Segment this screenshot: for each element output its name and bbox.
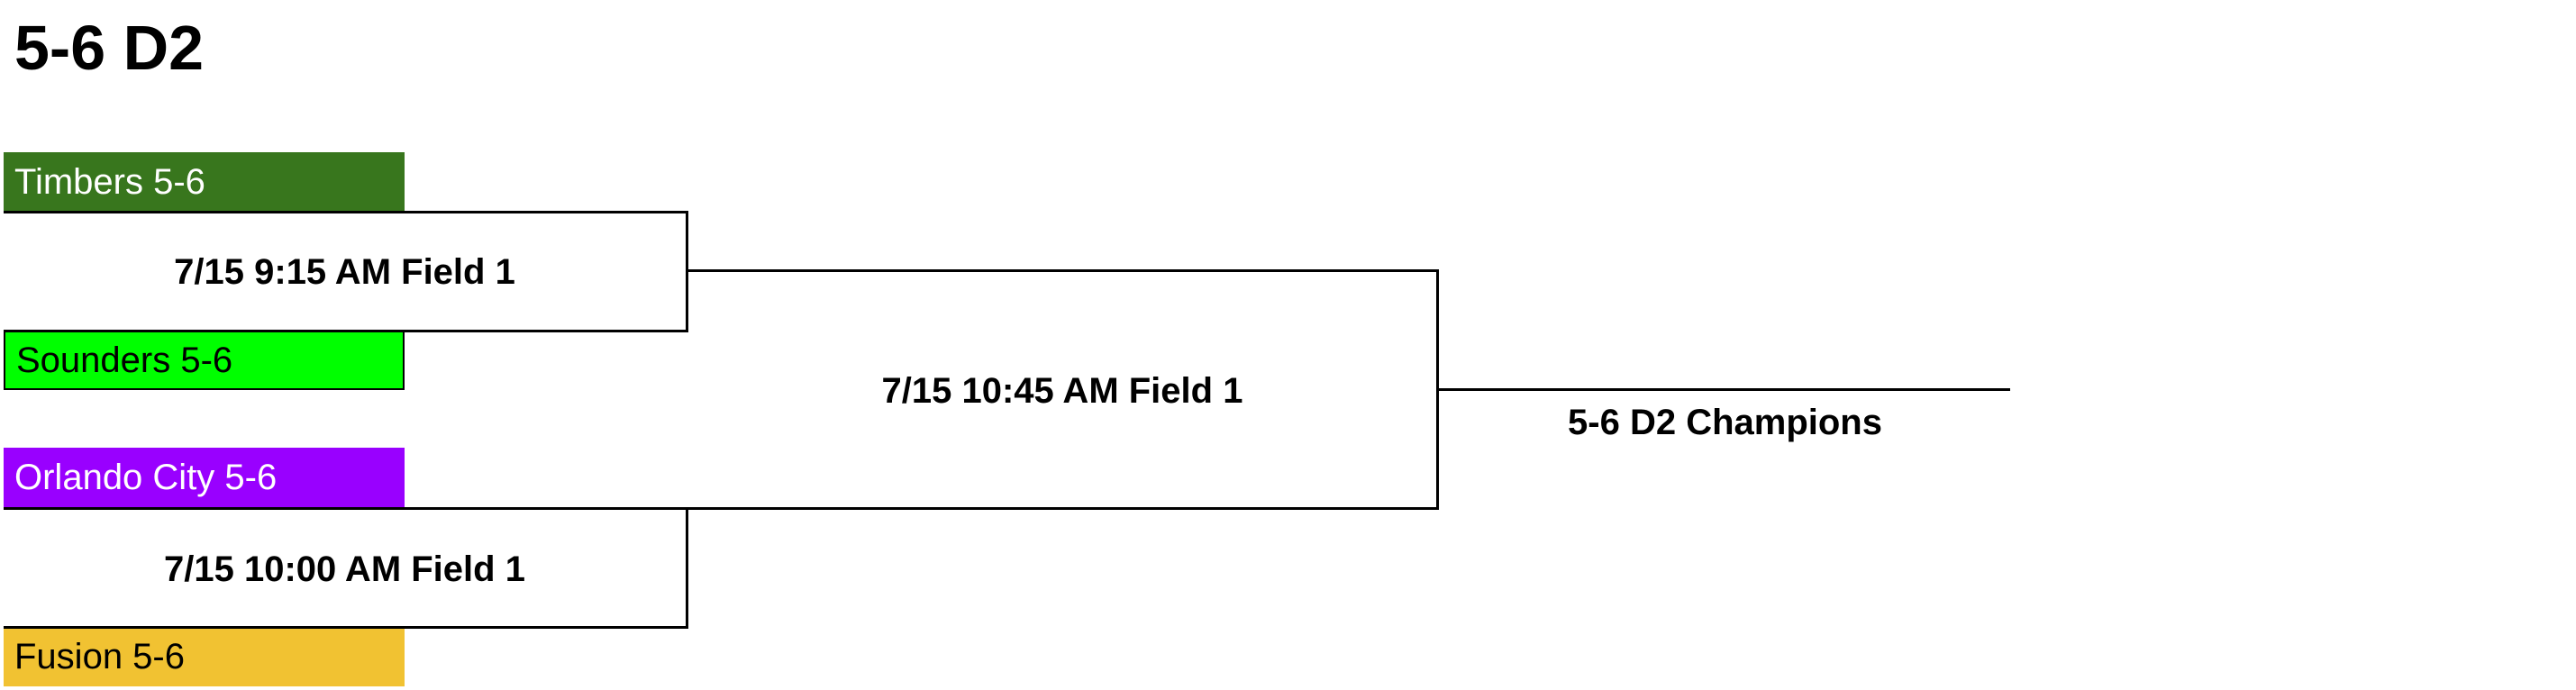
page-title: 5-6 D2 — [14, 13, 205, 83]
game-label-final: 7/15 10:45 AM Field 1 — [881, 371, 1243, 411]
team-slot-orlando-city: Orlando City 5-6 — [4, 448, 405, 507]
game-label-semifinal-2: 7/15 10:00 AM Field 1 — [164, 549, 525, 589]
bracket-line-match2-top — [4, 507, 688, 510]
bracket-line-final-bottom — [686, 507, 1439, 510]
game-label-semifinal-1: 7/15 9:15 AM Field 1 — [174, 252, 515, 292]
bracket-line-match2-vertical — [686, 507, 688, 629]
bracket-line-match1-bottom — [4, 330, 688, 332]
bracket-line-final-top — [686, 269, 1439, 272]
bracket-line-champion — [1436, 388, 2010, 391]
team-name: Timbers 5-6 — [14, 162, 205, 202]
champion-label: 5-6 D2 Champions — [1568, 403, 1882, 442]
team-slot-sounders: Sounders 5-6 — [4, 331, 405, 390]
team-name: Orlando City 5-6 — [14, 458, 278, 497]
team-name: Fusion 5-6 — [14, 637, 185, 676]
bracket-line-match1-top — [4, 211, 688, 213]
team-slot-timbers: Timbers 5-6 — [4, 152, 405, 212]
bracket-line-match2-bottom — [4, 626, 688, 629]
team-name: Sounders 5-6 — [16, 340, 233, 380]
team-slot-fusion: Fusion 5-6 — [4, 627, 405, 686]
